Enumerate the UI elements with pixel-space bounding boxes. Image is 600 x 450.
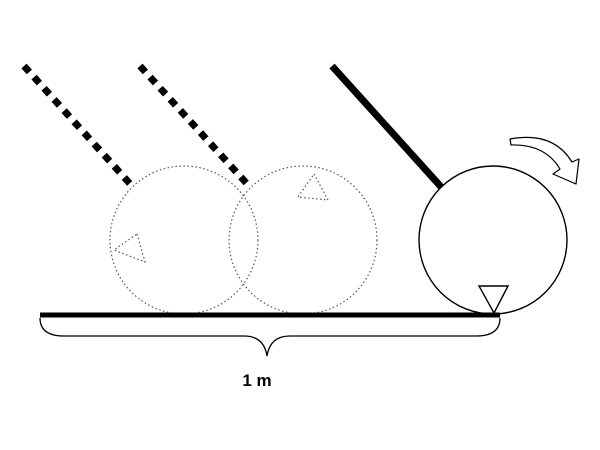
wheel-contact-marker-triangle bbox=[477, 285, 510, 315]
ghost-wheel-position-1 bbox=[21, 63, 259, 315]
rod bbox=[329, 63, 446, 192]
curved-rotation-arrow-icon bbox=[509, 136, 580, 185]
ghost-wheel-position-2 bbox=[137, 63, 378, 315]
measurement-label: 1 m bbox=[242, 371, 271, 390]
ghost-wheel-1-marker-triangle bbox=[112, 233, 146, 263]
measurement-brace bbox=[39, 317, 501, 357]
ghost-rod-1 bbox=[21, 63, 135, 189]
ghost-wheel-2-outline bbox=[228, 165, 378, 315]
current-wheel bbox=[329, 63, 568, 315]
ghost-wheel-2-marker-triangle bbox=[296, 172, 330, 201]
ghost-wheel-1-outline bbox=[109, 165, 259, 315]
ghost-rod-2 bbox=[137, 63, 252, 189]
